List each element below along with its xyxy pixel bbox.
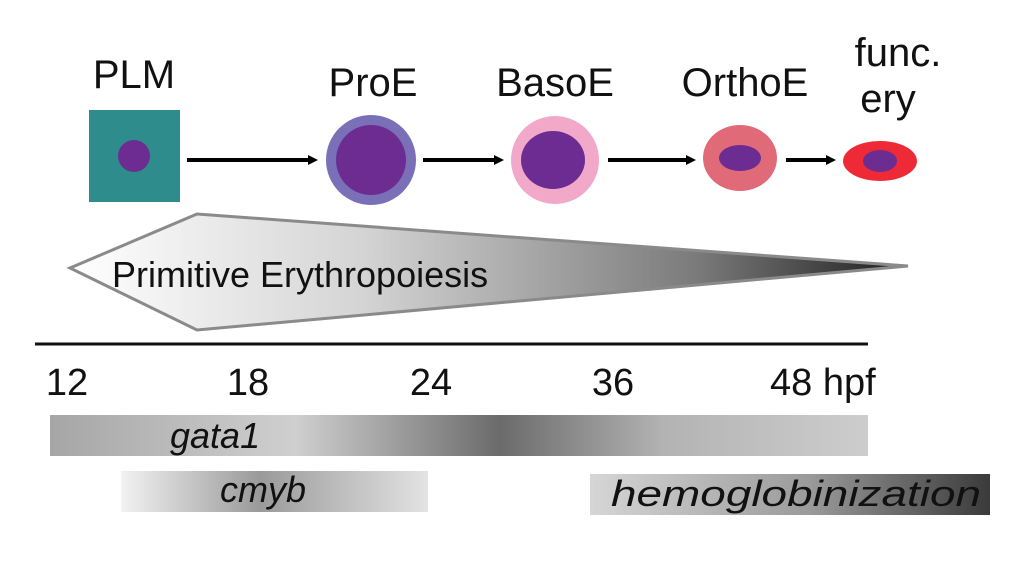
plm-nucleus bbox=[118, 140, 150, 172]
tick-48-hpf: 48 hpf bbox=[770, 362, 876, 404]
stage-label-proe: ProE bbox=[329, 61, 418, 105]
tick-36: 36 bbox=[592, 362, 634, 404]
basoe-nucleus bbox=[521, 131, 585, 189]
gata1-label: gata1 bbox=[170, 415, 260, 456]
gata1-bar bbox=[50, 415, 868, 456]
cmyb-label: cmyb bbox=[220, 469, 306, 510]
orthoe-nucleus bbox=[719, 145, 761, 171]
basoe-cell bbox=[511, 116, 599, 204]
ery-nucleus bbox=[863, 150, 897, 172]
stage-label-plm: PLM bbox=[93, 53, 175, 97]
orthoe-cell bbox=[703, 125, 777, 191]
stage-label-func: func. bbox=[855, 31, 942, 75]
band-label: Primitive Erythropoiesis bbox=[112, 254, 488, 295]
stage-label-basoe: BasoE bbox=[496, 61, 614, 105]
proe-cell bbox=[326, 115, 416, 205]
proe-nucleus bbox=[336, 125, 406, 195]
tick-12: 12 bbox=[46, 362, 88, 404]
stage-label-ery: ery bbox=[860, 77, 916, 121]
tick-24: 24 bbox=[410, 362, 452, 404]
hemoglobinization-bar bbox=[590, 474, 990, 515]
hemoglobinization-label: hemoglobinization bbox=[611, 473, 981, 514]
ery-cell bbox=[843, 141, 917, 181]
tick-18: 18 bbox=[227, 362, 269, 404]
primitive-erythropoiesis-wedge bbox=[66, 212, 909, 332]
cmyb-bar bbox=[121, 471, 428, 512]
plm-cell bbox=[89, 110, 180, 202]
stage-label-orthoe: OrthoE bbox=[682, 61, 809, 105]
